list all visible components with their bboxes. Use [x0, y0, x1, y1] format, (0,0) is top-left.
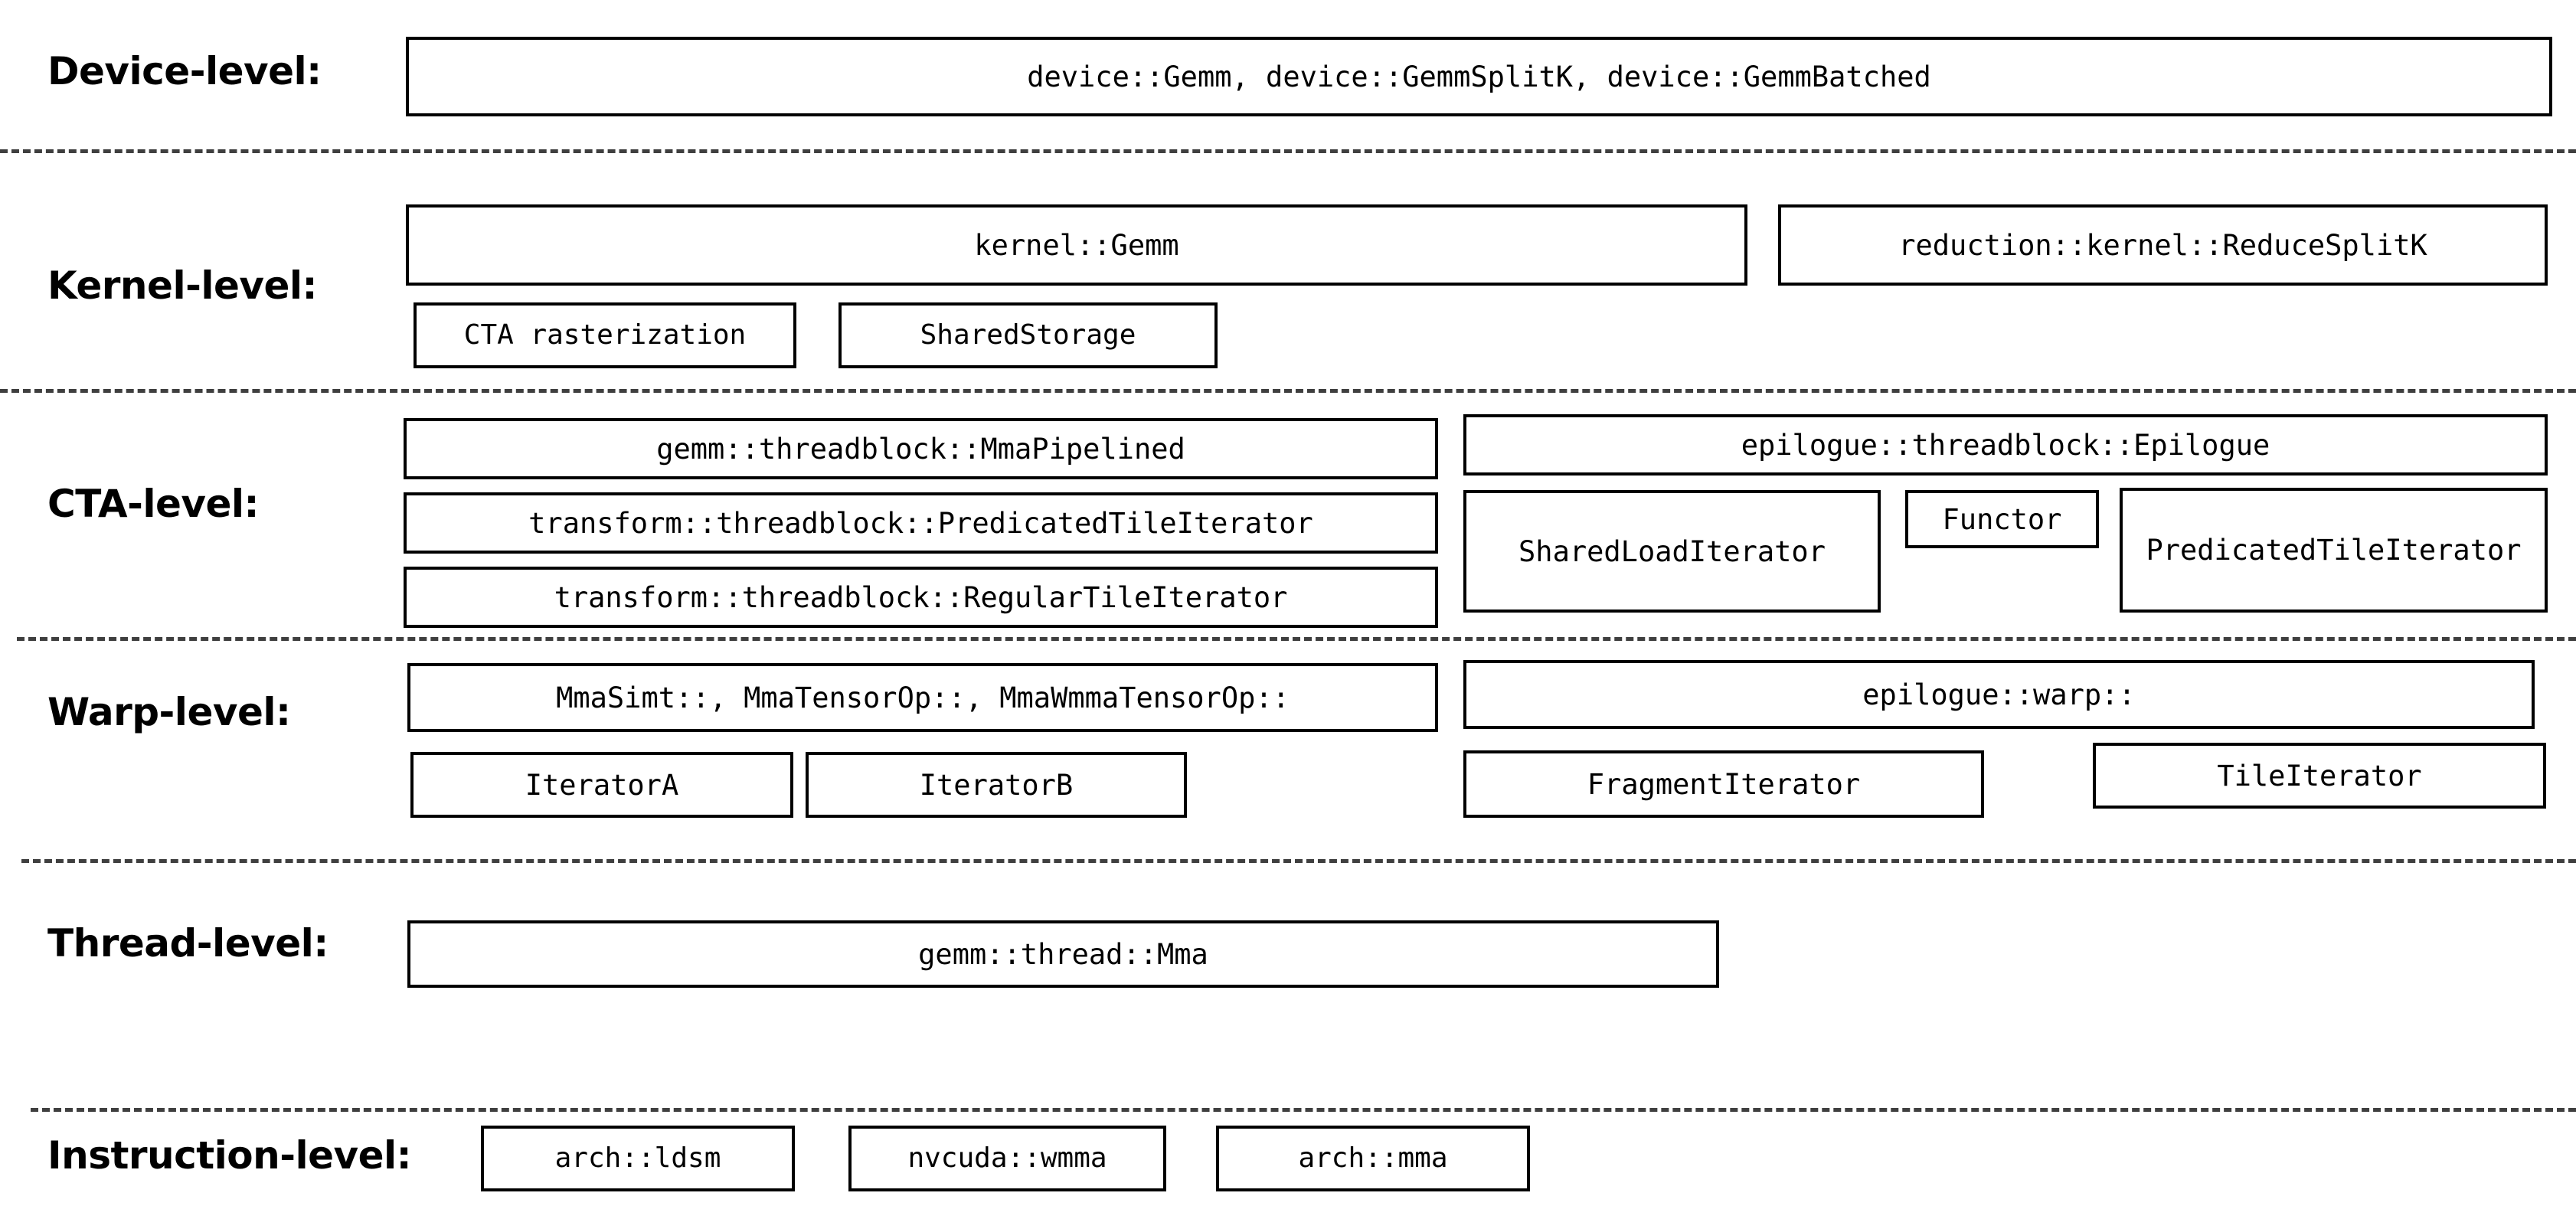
box-warp-mma-variants[interactable]: MmaSimt::, MmaTensorOp::, MmaWmmaTensorO…: [407, 663, 1438, 732]
box-transform-threadblock-regulartileiterator[interactable]: transform::threadblock::RegularTileItera…: [404, 567, 1438, 628]
box-warp-iteratorb[interactable]: IteratorB: [806, 752, 1187, 818]
box-warp-iteratora[interactable]: IteratorA: [410, 752, 793, 818]
box-epilogue-threadblock-epilogue[interactable]: epilogue::threadblock::Epilogue: [1463, 414, 2548, 476]
box-cta-rasterization[interactable]: CTA rasterization: [414, 302, 796, 368]
box-arch-mma[interactable]: arch::mma: [1216, 1126, 1530, 1191]
box-device-gemm[interactable]: device::Gemm, device::GemmSplitK, device…: [406, 37, 2552, 116]
box-kernel-gemm[interactable]: kernel::Gemm: [406, 204, 1747, 286]
row-label-kernel-level: Kernel-level:: [47, 263, 318, 308]
box-sharedstorage[interactable]: SharedStorage: [839, 302, 1218, 368]
box-reduction-kernel-reducesplitk[interactable]: reduction::kernel::ReduceSplitK: [1778, 204, 2548, 286]
row-label-device-level: Device-level:: [47, 49, 322, 93]
box-nvcuda-wmma[interactable]: nvcuda::wmma: [848, 1126, 1166, 1191]
box-gemm-thread-mma[interactable]: gemm::thread::Mma: [407, 920, 1719, 988]
separator-kernel-cta: [0, 389, 2576, 393]
box-epilogue-predicatedtileiterator[interactable]: PredicatedTileIterator: [2120, 488, 2548, 613]
separator-warp-thread: [21, 859, 2576, 863]
box-epilogue-functor[interactable]: Functor: [1905, 490, 2099, 548]
box-arch-ldsm[interactable]: arch::ldsm: [481, 1126, 795, 1191]
separator-device-kernel: [0, 149, 2576, 153]
row-label-thread-level: Thread-level:: [47, 921, 329, 966]
separator-thread-instruction: [31, 1108, 2576, 1112]
separator-cta-warp: [17, 637, 2576, 641]
box-gemm-threadblock-mmapipelined[interactable]: gemm::threadblock::MmaPipelined: [404, 418, 1438, 479]
box-epilogue-warp[interactable]: epilogue::warp::: [1463, 660, 2535, 729]
row-label-cta-level: CTA-level:: [47, 482, 260, 526]
box-epilogue-sharedloaditerator[interactable]: SharedLoadIterator: [1463, 490, 1881, 613]
box-transform-threadblock-predicatedtileiterator[interactable]: transform::threadblock::PredicatedTileIt…: [404, 492, 1438, 554]
box-warp-fragmentiterator[interactable]: FragmentIterator: [1463, 750, 1984, 818]
row-label-instruction-level: Instruction-level:: [47, 1133, 412, 1178]
row-label-warp-level: Warp-level:: [47, 690, 291, 734]
box-warp-tileiterator[interactable]: TileIterator: [2093, 743, 2546, 809]
